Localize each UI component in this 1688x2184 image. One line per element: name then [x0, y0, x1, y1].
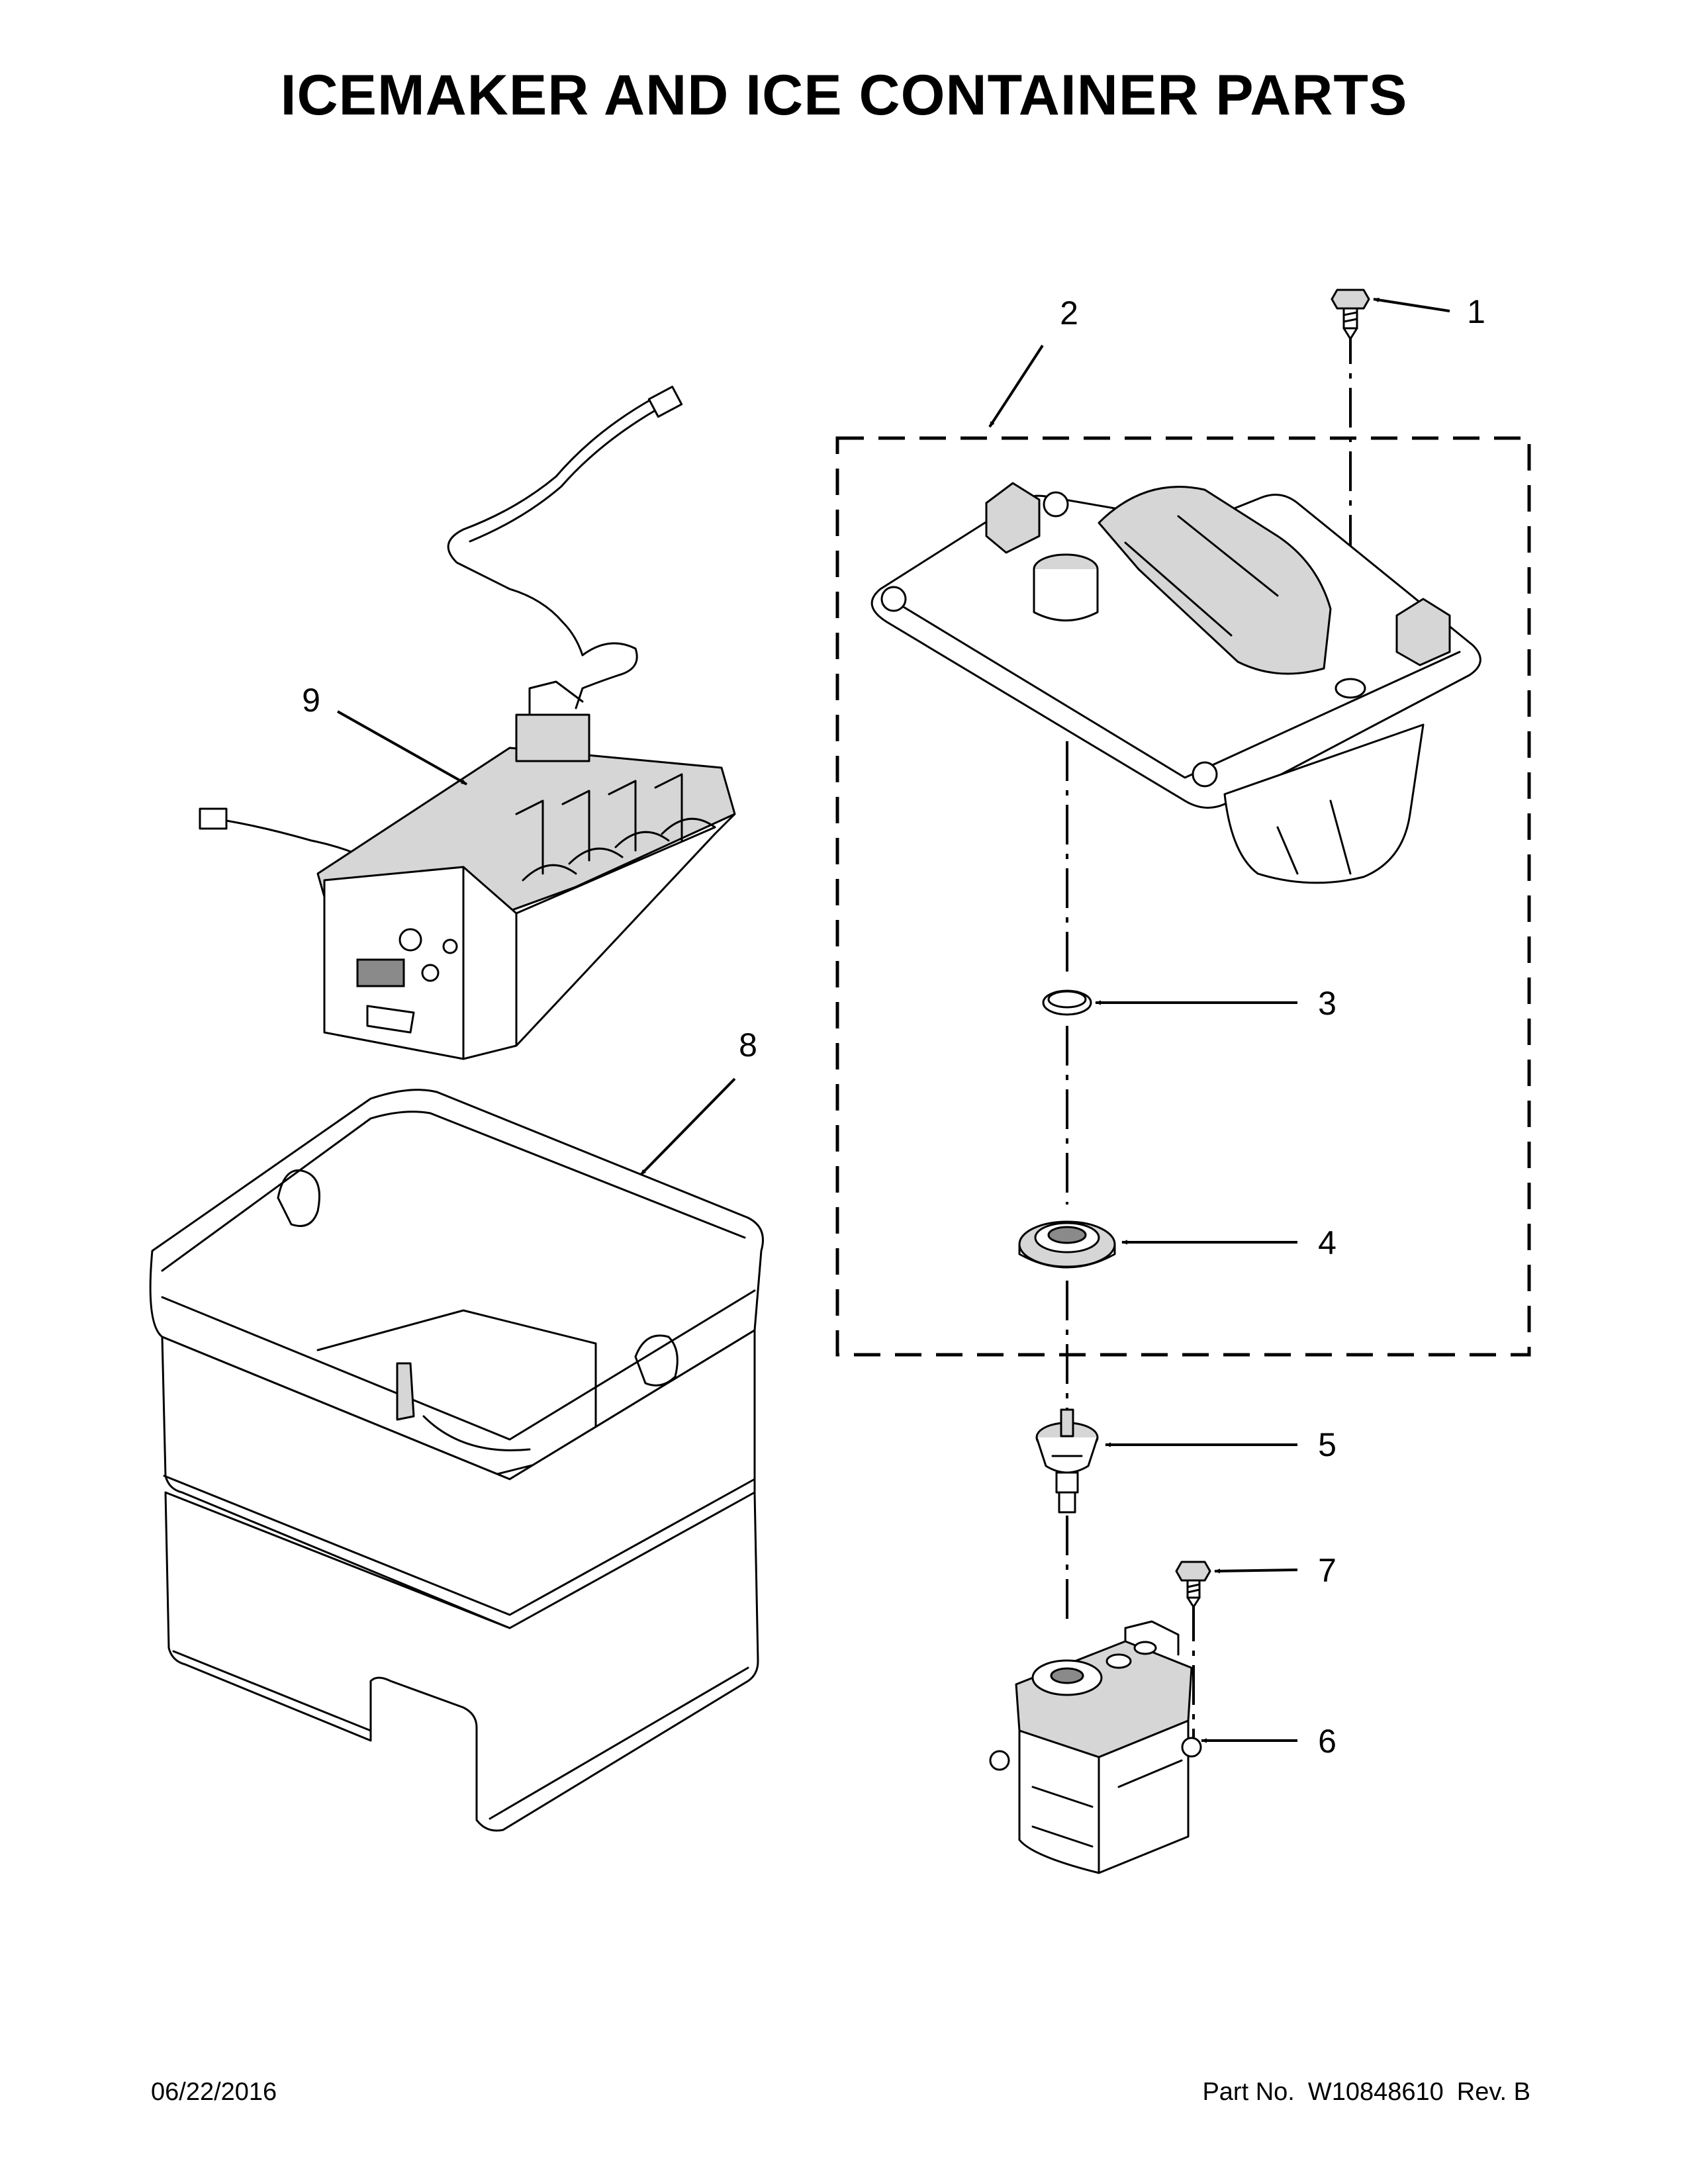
part-number-value: W10848610	[1307, 2078, 1444, 2106]
assembly-boundary-dashed	[835, 436, 1531, 1357]
leader-arrows	[337, 297, 1450, 1743]
part-1-screw	[1331, 289, 1370, 340]
callout-6: 6	[1318, 1723, 1336, 1760]
part-6-auger-motor	[989, 1620, 1202, 1874]
callout-8: 8	[739, 1026, 757, 1064]
callout-1: 1	[1467, 293, 1485, 330]
leader-7	[1214, 1569, 1298, 1574]
part-number-prefix: Part No.	[1202, 2078, 1295, 2106]
leader-8	[639, 1077, 736, 1176]
callout-9: 9	[302, 682, 320, 719]
page-title: ICEMAKER AND ICE CONTAINER PARTS	[280, 64, 1408, 127]
leader-9	[337, 710, 467, 786]
leader-2	[988, 344, 1044, 428]
footer-part-number: Part No. W10848610 Rev. B	[1189, 2078, 1530, 2107]
callout-3: 3	[1318, 985, 1336, 1022]
leader-1	[1373, 297, 1450, 312]
footer-date: 06/22/2016	[151, 2078, 277, 2106]
part-2-ice-chute-housing	[870, 482, 1481, 884]
part-4-bearing-seal	[1018, 1220, 1116, 1269]
callout-5: 5	[1318, 1426, 1336, 1463]
callout-7: 7	[1318, 1552, 1336, 1589]
part-9-icemaker	[199, 385, 736, 1060]
part-5-coupler	[1035, 1408, 1099, 1514]
part-7-screw	[1175, 1561, 1211, 1608]
callout-4: 4	[1318, 1224, 1336, 1261]
revision-label: Rev. B	[1456, 2078, 1530, 2106]
part-3-ring	[1042, 989, 1092, 1016]
callout-2: 2	[1060, 295, 1078, 332]
part-8-ice-container	[149, 1089, 764, 1832]
